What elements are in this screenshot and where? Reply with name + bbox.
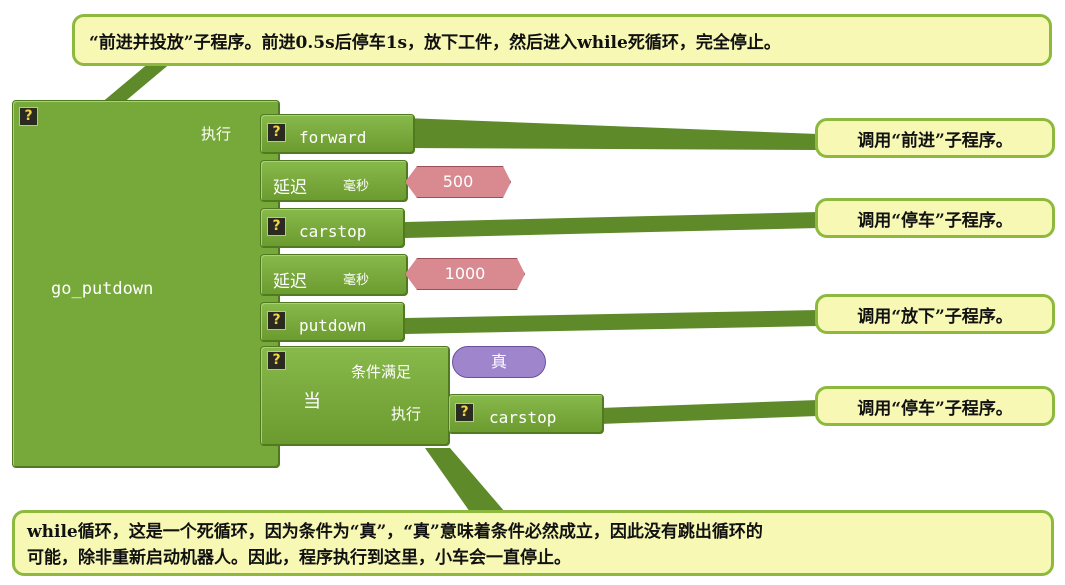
callout-bottom-line-1: while循环，这是一个死循环，因为条件为“真”，“真”意味着条件必然成立，因此… <box>27 522 763 542</box>
connector-bottom <box>425 448 505 512</box>
connector-putdown <box>405 310 818 334</box>
help-icon[interactable]: ? <box>19 107 38 126</box>
number-500[interactable]: 500 <box>405 166 511 198</box>
delay-block-2[interactable]: 延迟 毫秒 <box>260 254 408 296</box>
call-forward-block[interactable]: ? forward <box>260 114 415 154</box>
help-icon[interactable]: ? <box>267 311 286 330</box>
number-1000[interactable]: 1000 <box>405 258 525 290</box>
delay-label: 延迟 <box>273 272 307 292</box>
connector-forward <box>405 118 818 150</box>
while-do-label: 执行 <box>391 405 422 423</box>
callout-top: “前进并投放”子程序。前进0.5s后停车1s，放下工件，然后进入while死循环… <box>72 14 1052 66</box>
call-carstop-label-1: carstop <box>299 222 367 241</box>
procedure-name: go_putdown <box>51 279 154 299</box>
call-forward-label: forward <box>299 128 367 147</box>
help-icon[interactable]: ? <box>455 403 474 422</box>
ms-label: 毫秒 <box>343 179 370 194</box>
help-icon[interactable]: ? <box>267 123 286 142</box>
call-carstop-block-2[interactable]: ? carstop <box>448 394 604 434</box>
connector-carstop2 <box>600 400 818 424</box>
while-label: 当 <box>303 391 321 412</box>
connector-top <box>100 62 172 104</box>
callout-bottom-line-2: 可能，除非重新启动机器人。因此，程序执行到这里，小车会一直停止。 <box>27 548 571 568</box>
procedure-block[interactable]: ? 执行 go_putdown <box>12 100 280 468</box>
do-label: 执行 <box>201 125 232 143</box>
ms-label: 毫秒 <box>343 273 370 288</box>
call-carstop-block-1[interactable]: ? carstop <box>260 208 405 248</box>
while-block[interactable]: ? 当 条件满足 执行 <box>260 346 450 446</box>
connector-carstop1 <box>405 212 818 238</box>
delay-block-1[interactable]: 延迟 毫秒 <box>260 160 408 202</box>
callout-carstop-1: 调用“停车”子程序。 <box>815 198 1055 238</box>
help-icon[interactable]: ? <box>267 217 286 236</box>
delay-label: 延迟 <box>273 178 307 198</box>
help-icon[interactable]: ? <box>267 351 286 370</box>
boolean-true[interactable]: 真 <box>452 346 546 378</box>
call-putdown-block[interactable]: ? putdown <box>260 302 405 342</box>
callout-carstop-2: 调用“停车”子程序。 <box>815 386 1055 426</box>
callout-forward: 调用“前进”子程序。 <box>815 118 1055 158</box>
callout-bottom: while循环，这是一个死循环，因为条件为“真”，“真”意味着条件必然成立，因此… <box>12 510 1054 576</box>
call-putdown-label: putdown <box>299 316 367 335</box>
condition-label: 条件满足 <box>351 363 412 381</box>
callout-putdown: 调用“放下”子程序。 <box>815 294 1055 334</box>
call-carstop-label-2: carstop <box>489 408 557 427</box>
